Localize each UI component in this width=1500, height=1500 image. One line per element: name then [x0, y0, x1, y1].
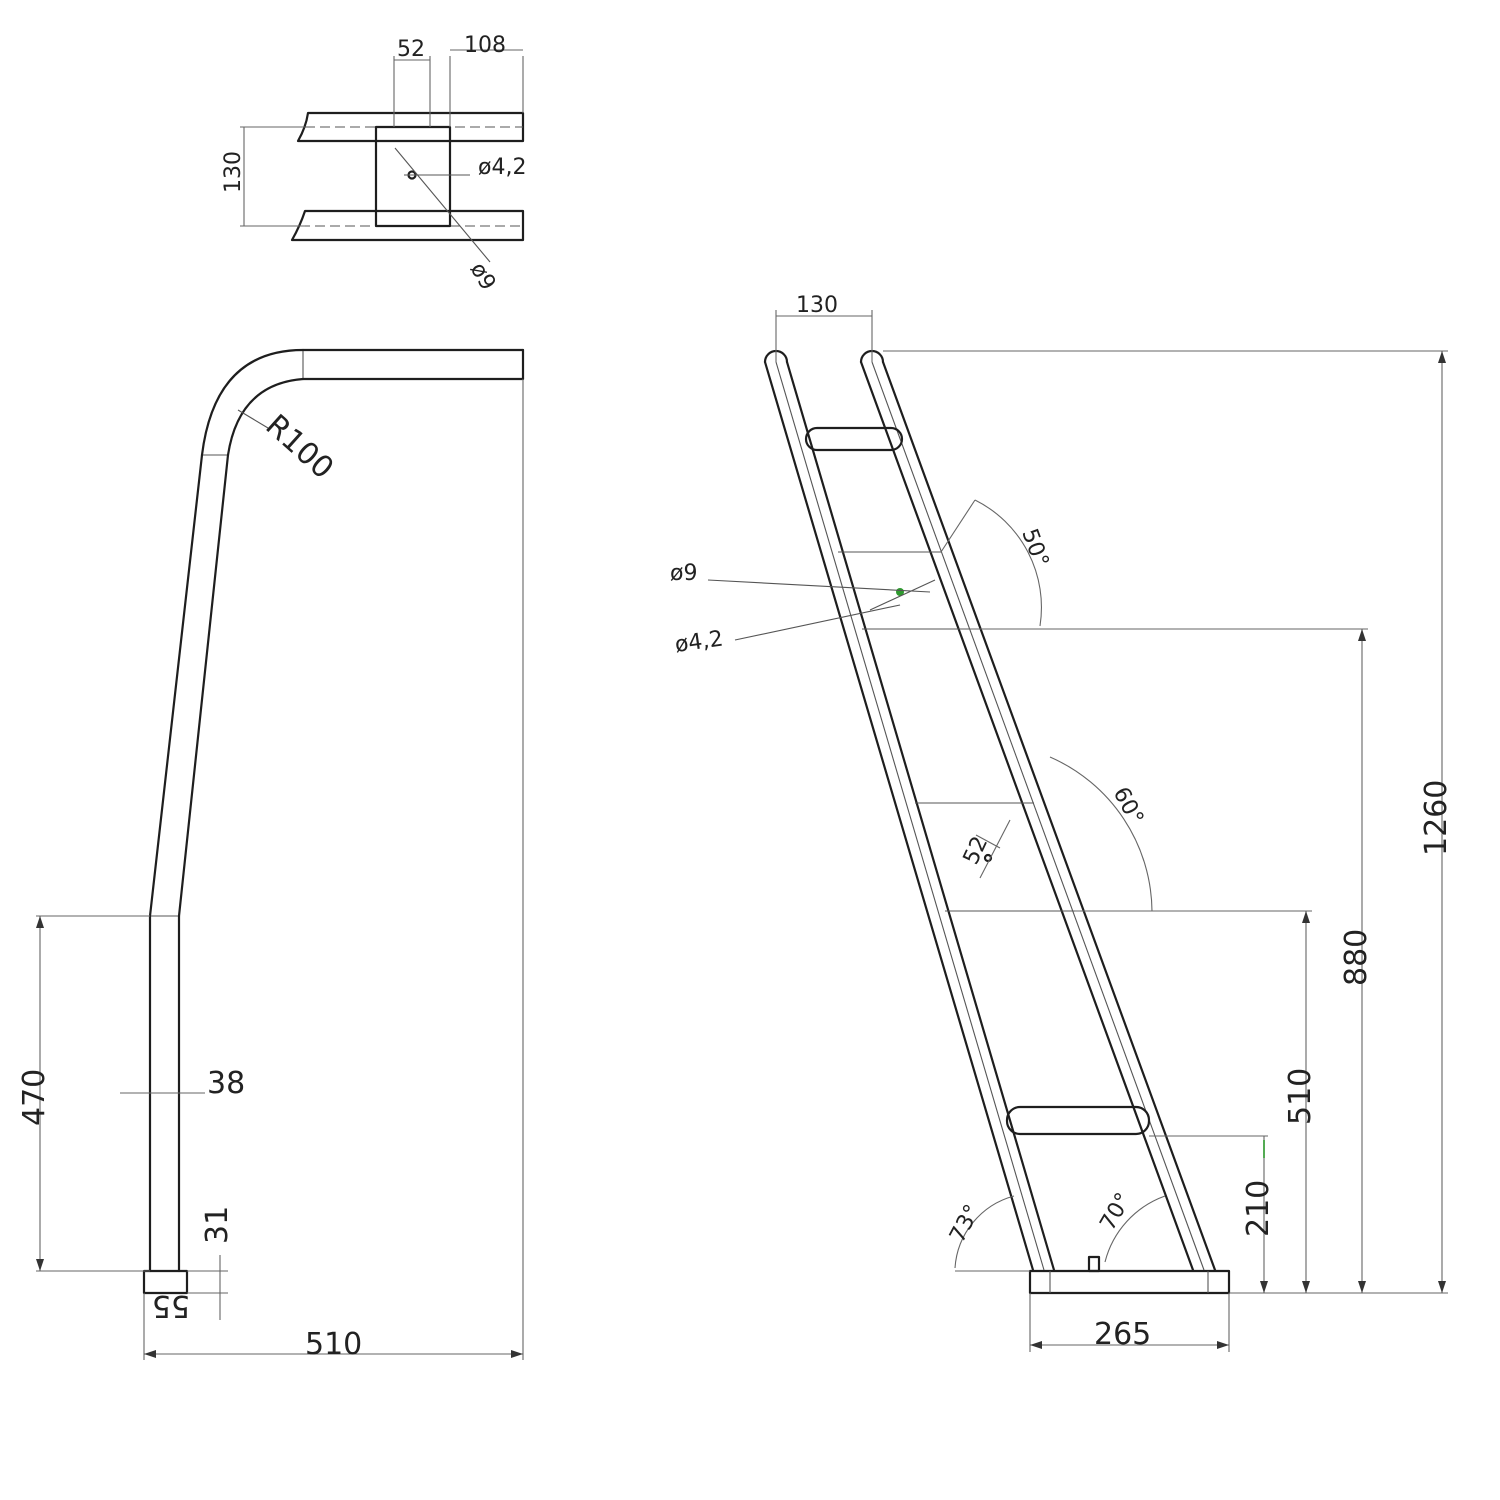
detail-d9-leader — [394, 147, 491, 263]
ladder-base — [1028, 1269, 1231, 1295]
side-dim-510: 510 — [305, 1327, 362, 1362]
ladder-dim-880: 880 — [1339, 929, 1374, 986]
ladder-dim-1260: 1260 — [1419, 780, 1454, 856]
detail-dim-108: 108 — [464, 33, 506, 58]
ladder-dim-d9: ø9 — [670, 561, 697, 586]
ladder-dim-130: 130 — [796, 293, 838, 318]
side-dim-55: 55 — [152, 1288, 190, 1323]
ladder-tread-bottom — [1005, 1105, 1151, 1136]
side-bend-inner — [226, 377, 305, 457]
ladder-dim-60deg: 60° — [1108, 783, 1148, 829]
side-dim-31: 31 — [200, 1206, 235, 1244]
detail-dim-d42: ø4,2 — [478, 155, 526, 180]
detail-view: 52 108 130 ø4,2 ø9 — [221, 33, 526, 295]
ladder-dim-210: 210 — [1241, 1180, 1276, 1237]
ladder-bolt — [1087, 1255, 1101, 1273]
detail-dim-130: 130 — [221, 151, 246, 193]
side-foot — [142, 1269, 189, 1295]
ladder-dim-510: 510 — [1283, 1068, 1318, 1125]
side-dim-470: 470 — [17, 1069, 52, 1126]
ladder-view: 130 50° ø9 ø4,2 60° 52 1260 880 — [670, 293, 1454, 1352]
detail-plate — [374, 125, 452, 228]
side-view: R100 470 38 31 55 510 — [17, 348, 525, 1362]
ladder-hole-2 — [983, 853, 993, 863]
detail-dim-52: 52 — [397, 37, 425, 62]
side-bend-outer — [200, 348, 305, 457]
ladder-dim-70deg: 70° — [1096, 1189, 1137, 1235]
detail-dim-d9: ø9 — [465, 259, 500, 295]
detail-lower-tube — [290, 209, 525, 242]
ladder-dim-d42: ø4,2 — [673, 626, 724, 658]
ladder-dim-265: 265 — [1094, 1317, 1151, 1352]
ladder-dim-50deg: 50° — [1016, 526, 1053, 571]
ladder-dim-73deg: 73° — [945, 1201, 985, 1247]
side-dim-r100: R100 — [259, 408, 340, 486]
ladder-tread-top — [804, 426, 904, 452]
detail-upper-tube — [296, 111, 525, 143]
side-dim-38: 38 — [207, 1066, 245, 1101]
